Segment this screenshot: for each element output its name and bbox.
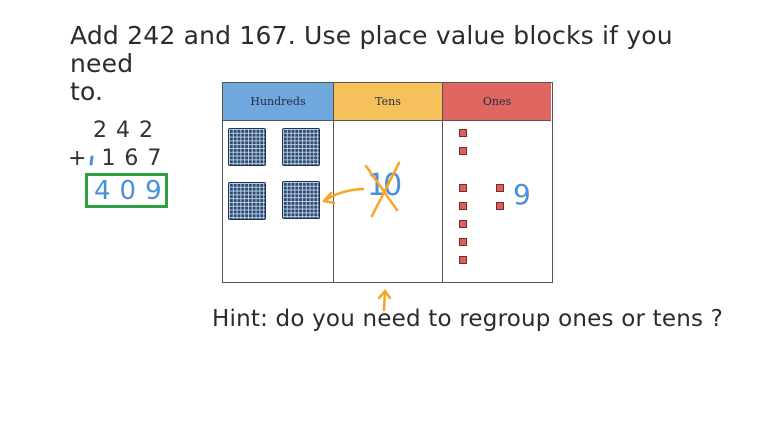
one-block — [459, 238, 467, 246]
one-block — [459, 147, 467, 155]
plus-sign: + — [68, 146, 96, 171]
one-block — [459, 256, 467, 264]
hundreds-column: Hundreds — [223, 83, 334, 282]
hundred-block — [282, 181, 320, 219]
tens-header: Tens — [334, 83, 442, 121]
one-block — [459, 129, 467, 137]
hundred-block — [282, 128, 320, 166]
one-block — [459, 184, 467, 192]
hundred-block — [228, 128, 266, 166]
hundreds-header: Hundreds — [223, 83, 333, 121]
ones-header: Ones — [443, 83, 551, 121]
one-block — [496, 202, 504, 210]
ones-column: Ones — [443, 83, 551, 282]
question-text: Add 242 and 167. Use place value blocks … — [70, 22, 730, 106]
addend-2-row: +167 — [68, 146, 170, 171]
addend-1: 242 — [93, 118, 162, 143]
one-block — [496, 184, 504, 192]
answer-box: 409 — [85, 173, 168, 208]
one-block — [459, 220, 467, 228]
question-line-2: to. — [70, 77, 104, 106]
tens-column: Tens — [334, 83, 443, 282]
hundred-block — [228, 182, 266, 220]
question-line-1: Add 242 and 167. Use place value blocks … — [70, 21, 673, 78]
ones-annotation: 9 — [513, 178, 531, 211]
place-value-table: Hundreds Tens Ones — [222, 82, 553, 283]
tens-annotation: 10 — [367, 168, 402, 203]
hint-text: Hint: do you need to regroup ones or ten… — [212, 306, 724, 332]
one-block — [459, 202, 467, 210]
addend-2: 167 — [101, 146, 171, 171]
